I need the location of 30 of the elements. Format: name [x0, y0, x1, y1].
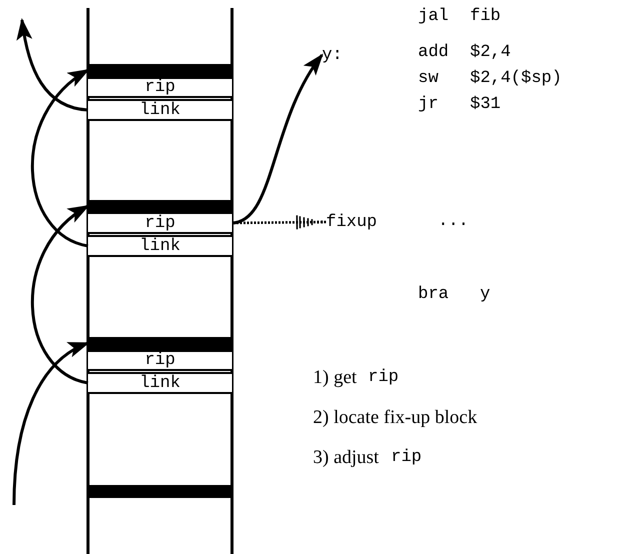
instruction: jr [418, 96, 438, 113]
step-text: 3) adjust [313, 448, 379, 467]
register-name: rip [391, 449, 422, 466]
operand: y [480, 286, 490, 303]
instruction: sw [418, 70, 438, 87]
operand: $31 [470, 96, 501, 113]
register-name: rip [368, 369, 399, 386]
stack-slot: rip [88, 212, 232, 234]
code-label: y: [322, 44, 352, 66]
instruction: add [418, 44, 449, 61]
stack-slot: rip [88, 77, 232, 98]
step-text: 1) get [313, 368, 357, 387]
stack-slot: link [88, 99, 232, 121]
stack-slot: rip [88, 350, 232, 371]
instruction: bra [418, 286, 449, 303]
ellipsis: ... [438, 213, 469, 230]
arrow [232, 53, 324, 224]
step-text: 2) locate fix-up block [313, 408, 478, 427]
operand: fib [470, 8, 501, 25]
arrow [16, 18, 88, 112]
frame-bar [88, 485, 232, 498]
frame-bar [88, 200, 232, 212]
stack-slot: link [88, 235, 232, 257]
frame-bar [88, 64, 232, 77]
operand: $2,4($sp) [470, 70, 562, 87]
code-label: fixup [326, 211, 388, 233]
frame-bar [88, 337, 232, 350]
instruction: jal [418, 8, 449, 25]
operand: $2,4 [470, 44, 511, 61]
stack-slot: link [88, 372, 232, 394]
